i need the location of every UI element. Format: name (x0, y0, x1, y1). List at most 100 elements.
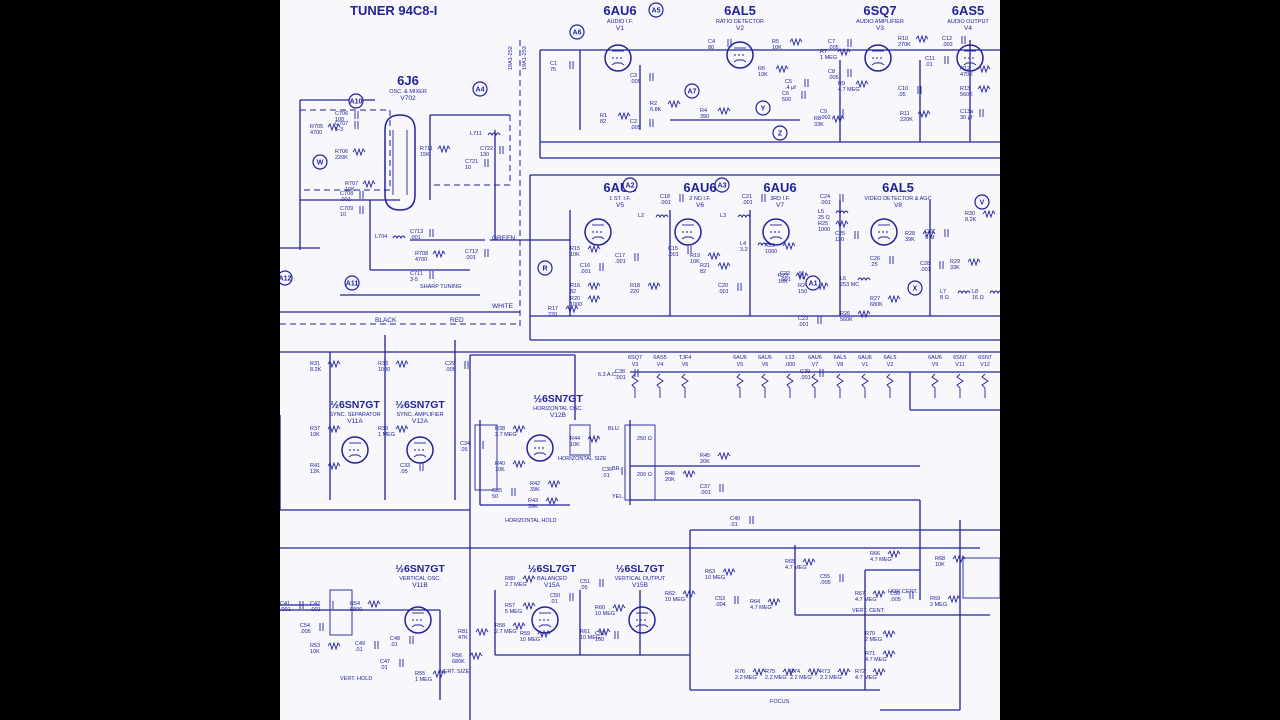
component-group: R7054700C7075-3C706100R706220KR70710KC70… (280, 34, 1000, 683)
heater-filament (836, 373, 844, 398)
test-point-v: V (974, 194, 990, 210)
resistor-symbol (587, 244, 601, 254)
test-point-ring (348, 93, 364, 109)
resistor-symbol (682, 589, 696, 599)
component-value: 10 (465, 165, 471, 171)
component-value: .001 (920, 267, 931, 273)
component: C39.001 (800, 369, 824, 381)
test-point-label: A2 (626, 183, 635, 190)
component-ref: L3 (720, 213, 726, 219)
component-ref: R28 (905, 231, 915, 237)
heater-tube-type: L13 (785, 355, 794, 361)
tube-ref-label: V7 (776, 202, 784, 209)
component: C34.05 (460, 441, 484, 453)
component-ref: C25 (835, 231, 845, 237)
component-ref: C42 (310, 601, 320, 607)
component: C7.005 (828, 39, 852, 51)
component-value: 75 (550, 67, 556, 73)
tube-type-label: 6AU6 (683, 180, 716, 195)
test-point-label: A3 (718, 183, 727, 190)
component-ref: R37 (310, 426, 320, 432)
resistor-symbol (977, 64, 991, 74)
component-ref: R61 (580, 629, 590, 635)
component-ref: R31 (310, 361, 320, 367)
tube-function-label: BALANCED (537, 576, 567, 582)
component-ref: R25 (818, 221, 828, 227)
inductor-symbol (757, 242, 771, 247)
resistor-symbol (617, 111, 631, 121)
component-ref: R80 (505, 576, 515, 582)
component: C20.001 (718, 283, 742, 295)
resistor-symbol (512, 459, 526, 469)
resistor-symbol (831, 114, 845, 124)
component-value: 2.7 MEG (495, 629, 517, 635)
component-ref: C17 (615, 253, 625, 259)
heater-filament (631, 373, 639, 398)
osc-shield (299, 109, 391, 191)
resistor-symbol (717, 261, 731, 271)
component-ref: C29 (445, 361, 455, 367)
component-ref: R15 (570, 246, 580, 252)
test-point-ring (755, 100, 771, 116)
test-point-ring (648, 2, 664, 18)
label-sharp-tuning: SHARP TUNING (420, 284, 461, 290)
test-point-label: A12 (280, 276, 292, 283)
tube-ref-label: V11A (347, 418, 363, 425)
tube-cathode (411, 624, 425, 628)
test-point-a5: A5 (648, 2, 664, 18)
tube-type-label: 6AU6 (763, 180, 796, 195)
component: C55.005 (820, 574, 844, 586)
component-value: .01 (550, 599, 558, 605)
component-ref: C52 (595, 631, 605, 637)
test-point-a7: A7 (684, 83, 700, 99)
heater-tube-ref: V2 (887, 362, 894, 368)
component-ref: R10 (898, 36, 908, 42)
component-ref: R30 (965, 211, 975, 217)
heater-tube-ref: V11 (955, 362, 964, 368)
component-value: 10K (495, 467, 505, 473)
component-ref: R23 (778, 273, 788, 279)
component: L704 (375, 234, 406, 240)
component: C51.05 (580, 579, 604, 591)
component-ref: R43 (528, 498, 538, 504)
heater-filament (956, 373, 964, 398)
test-point-ring (714, 177, 730, 193)
component: C56.005 (890, 591, 914, 603)
tube-cathode (635, 624, 649, 628)
component-value: 8.2K (965, 217, 977, 223)
component-value: 1000 (378, 367, 390, 373)
component-ref: R708 (415, 251, 428, 257)
component-ref: C23 (798, 316, 808, 322)
component: C17.001 (615, 253, 639, 265)
component-ref: R54 (350, 601, 360, 607)
component: L43.2 (740, 241, 771, 253)
component-ref: R11 (900, 111, 910, 117)
horiz-size-coil (569, 424, 591, 456)
component-value: 2 MEG (865, 637, 882, 643)
component-ref: C21 (742, 194, 752, 200)
component-value: 47K (458, 635, 468, 641)
component-value: 130 (480, 152, 489, 158)
component-ref: R27 (870, 296, 880, 302)
component-value: .001 (668, 252, 679, 258)
test-point-ring (472, 81, 488, 97)
component-ref: R22 (765, 243, 775, 249)
test-point-ring (312, 154, 328, 170)
resistor-symbol (782, 241, 796, 251)
component-value: .005 (300, 629, 311, 635)
resistor-symbol (837, 667, 851, 677)
component: C712.001 (465, 249, 489, 261)
component-value: .001 (615, 259, 626, 265)
component-value: .001 (820, 200, 831, 206)
